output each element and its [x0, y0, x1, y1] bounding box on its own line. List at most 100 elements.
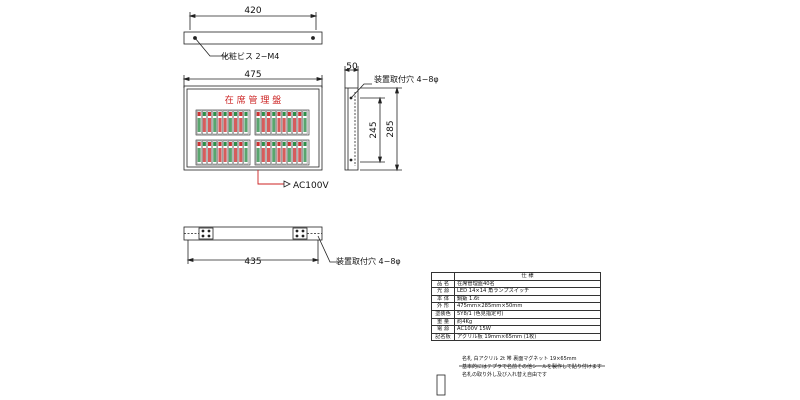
led-lamp: [228, 142, 232, 146]
note-line-3: 名札の取り外し及び入れ替え自由です: [462, 372, 548, 378]
side-inner-height-dimension: 245: [369, 121, 379, 138]
switch-block: [254, 139, 310, 166]
led-switch-grid: [195, 109, 310, 166]
led-lamp: [272, 142, 276, 146]
lamp-switch: [282, 148, 286, 162]
spec-table-header-row: 仕 様: [431, 272, 601, 281]
led-lamp: [277, 112, 281, 116]
switch-block: [195, 109, 251, 136]
spec-value: LED 14×14 角ランプスイッチ: [454, 287, 601, 296]
spec-value: 在席管理盤40名: [454, 279, 601, 289]
led-lamp: [293, 142, 297, 146]
name-plate-sketch: [436, 365, 605, 396]
lamp-switch: [244, 118, 248, 132]
screw-note: 化粧ビス 2−M4: [221, 51, 279, 61]
lamp-switch: [267, 148, 271, 162]
lamp-switch: [293, 118, 297, 132]
led-lamp: [213, 112, 217, 116]
spec-value: アクリル板 19mm×65mm (1枚): [454, 332, 601, 342]
led-lamp: [202, 112, 206, 116]
spec-key: 本 体: [431, 294, 455, 304]
switch-block: [254, 109, 310, 136]
lamp-switch: [223, 118, 227, 132]
bottom-mount-note: 装置取付穴 4−8φ: [336, 256, 401, 266]
spec-row: 本 体鋼鈑 1.6t: [431, 294, 601, 304]
led-lamp: [287, 142, 291, 146]
lamp-switch: [202, 148, 206, 162]
lamp-switch: [303, 148, 307, 162]
lamp-switch: [256, 148, 260, 162]
led-lamp: [287, 112, 291, 116]
front-width-dimension: 475: [244, 70, 261, 80]
lamp-switch: [298, 148, 302, 162]
led-lamp: [228, 112, 232, 116]
spec-key: 重 量: [431, 317, 455, 327]
lamp-switch: [287, 118, 291, 132]
spec-value: 約4Kg: [454, 317, 601, 327]
led-lamp: [218, 112, 222, 116]
lamp-switch: [239, 148, 243, 162]
lamp-switch: [261, 148, 265, 162]
side-outer-height-dimension: 285: [386, 120, 396, 137]
lamp-switch: [282, 118, 286, 132]
lamp-switch: [197, 148, 201, 162]
note-line-2: 基本的にはテプラで名前その他シールを製作して貼り付けます: [462, 364, 602, 370]
lamp-switch: [272, 148, 276, 162]
led-lamp: [208, 142, 212, 146]
led-lamp: [213, 142, 217, 146]
lamp-switch: [202, 118, 206, 132]
led-lamp: [277, 142, 281, 146]
led-lamp: [197, 142, 201, 146]
power-label: AC100V: [293, 181, 329, 191]
lamp-switch: [293, 148, 297, 162]
spec-key: 光 源: [431, 287, 455, 296]
led-lamp: [256, 142, 260, 146]
spec-row: 記名板アクリル板 19mm×65mm (1枚): [431, 332, 601, 342]
led-lamp: [256, 112, 260, 116]
spec-key: 電 源: [431, 325, 455, 334]
lamp-switch: [244, 148, 248, 162]
top-view: [183, 12, 323, 57]
led-lamp: [234, 112, 238, 116]
led-lamp: [303, 142, 307, 146]
switch-block: [195, 139, 251, 166]
led-lamp: [298, 142, 302, 146]
lamp-switch: [277, 148, 281, 162]
led-lamp: [197, 112, 201, 116]
top-width-dimension: 420: [244, 6, 261, 16]
lamp-switch: [267, 118, 271, 132]
lamp-switch: [208, 148, 212, 162]
led-lamp: [244, 142, 248, 146]
lamp-switch: [234, 148, 238, 162]
led-lamp: [272, 112, 276, 116]
note-line-1: 名札 白アクリル 2t 帯 裏面マグネット 19×65mm: [462, 356, 577, 362]
side-depth-dimension: 50: [346, 62, 358, 72]
spec-key: 塗装色: [431, 309, 455, 319]
spec-value: AC100V 15W: [454, 325, 601, 334]
side-mount-note: 装置取付穴 4−8φ: [374, 74, 439, 84]
led-lamp: [282, 112, 286, 116]
led-lamp: [261, 112, 265, 116]
spec-value: 鋼鈑 1.6t: [454, 294, 601, 304]
lamp-switch: [261, 118, 265, 132]
lamp-switch: [234, 118, 238, 132]
lamp-switch: [303, 118, 307, 132]
led-lamp: [293, 112, 297, 116]
lamp-switch: [208, 118, 212, 132]
spec-key: 品 名: [431, 279, 455, 289]
lamp-switch: [228, 148, 232, 162]
led-lamp: [303, 112, 307, 116]
lamp-switch: [239, 118, 243, 132]
spec-table-header: 仕 様: [454, 272, 601, 281]
lamp-switch: [298, 118, 302, 132]
lamp-switch: [197, 118, 201, 132]
spec-value: 475mm×285mm×50mm: [454, 302, 601, 311]
led-lamp: [261, 142, 265, 146]
spec-key: 記名板: [431, 332, 455, 342]
name-plate-notes: 名札 白アクリル 2t 帯 裏面マグネット 19×65mm 基本的にはテプラで名…: [462, 355, 602, 379]
